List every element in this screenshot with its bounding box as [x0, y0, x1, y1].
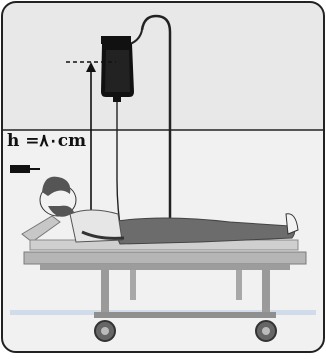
wall-upper: [0, 0, 326, 130]
height-label: h =٨٠cm: [7, 131, 86, 151]
wall-plug-icon: [10, 165, 30, 173]
